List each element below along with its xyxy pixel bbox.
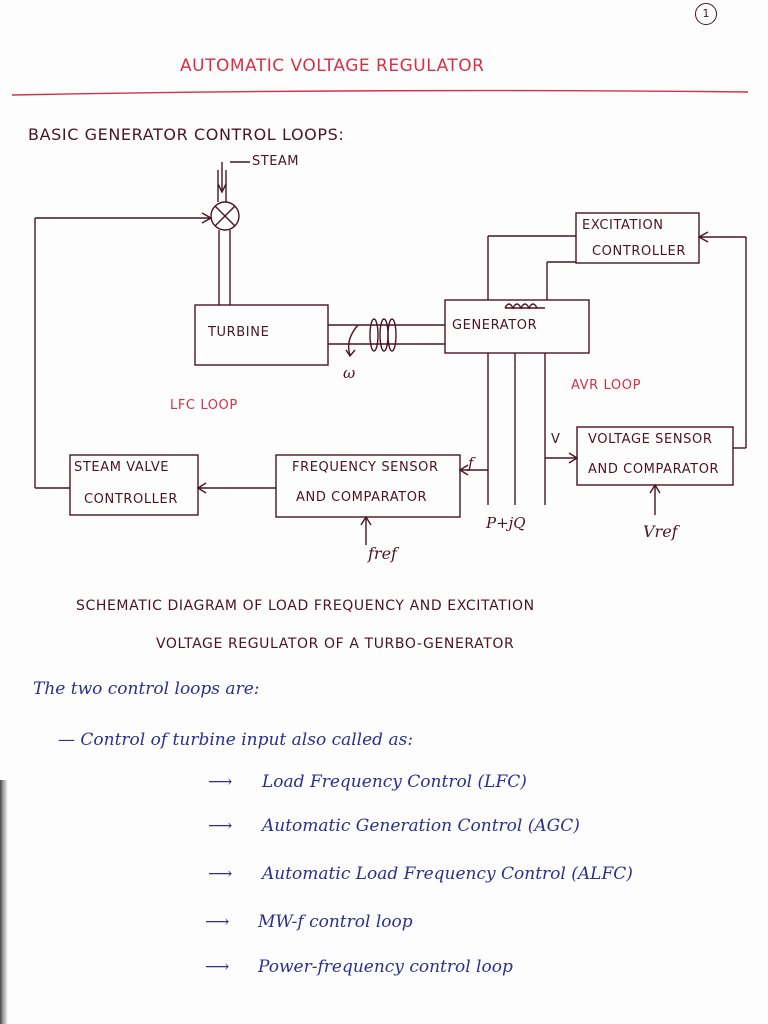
page-edge-shadow [0,780,8,1024]
voltage-sensor-label-2: AND COMPARATOR [588,462,720,477]
voltage-sensor-label-1: VOLTAGE SENSOR [588,432,713,447]
steam-label: STEAM [252,154,300,169]
alias-item: MW-f control loop [258,912,413,932]
steam-valve-block [69,454,199,516]
frequency-sensor-label-2: AND COMPARATOR [296,490,428,505]
frequency-sensor-label-1: FREQUENCY SENSOR [292,460,439,475]
excitation-label-2: CONTROLLER [592,244,686,259]
alias-arrow-icon: ⟶ [208,772,233,792]
excitation-label-1: EXCITATION [582,218,664,233]
caption-line-2: VOLTAGE REGULATOR OF A TURBO-GENERATOR [156,636,515,652]
title-underline [11,89,749,96]
vref-label: Vref [643,522,678,541]
alias-arrow-icon: ⟶ [208,816,233,836]
alias-arrow-icon: ⟶ [208,864,233,884]
excitation-controller-block [575,212,700,264]
notes-item: — Control of turbine input also called a… [58,730,414,750]
pq-label: P+jQ [486,514,526,532]
page-number: 1 [695,3,717,25]
turbine-block [194,304,329,366]
generator-label: GENERATOR [452,318,538,333]
frequency-sensor-block [275,454,461,518]
alias-item: Load Frequency Control (LFC) [262,772,527,792]
fref-label: fref [368,544,397,563]
page-title: AUTOMATIC VOLTAGE REGULATOR [180,56,485,76]
omega-label: ω [343,364,356,382]
steam-valve-label-1: STEAM VALVE [74,460,170,475]
generator-block [444,299,590,354]
alias-item: Automatic Load Frequency Control (ALFC) [262,864,633,884]
alias-item: Power-frequency control loop [258,957,513,977]
steam-valve-label-2: CONTROLLER [84,492,178,507]
avr-loop-label: AVR LOOP [571,378,642,393]
v-label: V [551,432,561,447]
caption-line-1: SCHEMATIC DIAGRAM OF LOAD FREQUENCY AND … [76,598,535,614]
notes-intro: The two control loops are: [33,679,260,699]
alias-arrow-icon: ⟶ [205,912,230,932]
alias-arrow-icon: ⟶ [205,957,230,977]
f-label: f [468,454,474,472]
alias-item: Automatic Generation Control (AGC) [262,816,580,836]
lfc-loop-label: LFC LOOP [170,398,238,413]
turbine-label: TURBINE [208,325,270,340]
summing-junction [210,201,240,231]
section-heading: BASIC GENERATOR CONTROL LOOPS: [28,125,345,144]
